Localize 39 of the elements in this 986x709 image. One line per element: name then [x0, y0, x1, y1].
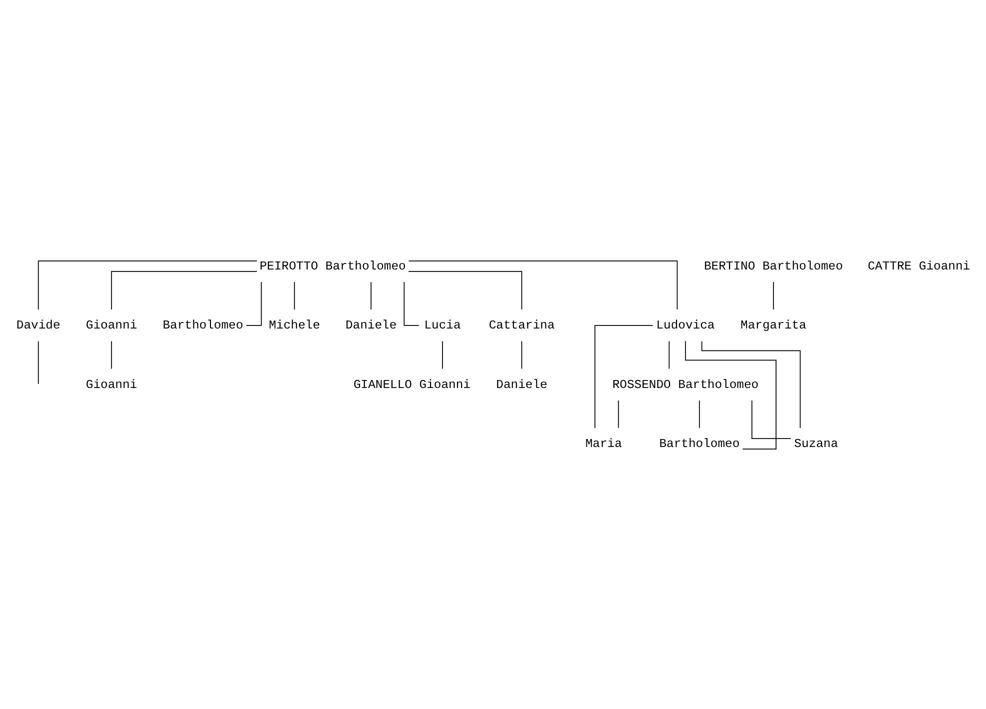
connector [751, 400, 792, 439]
connector [294, 281, 295, 310]
connector [38, 340, 39, 384]
connector [38, 260, 258, 310]
node-text: ROSSENDO Bartholomeo [612, 377, 759, 392]
node-text: Bartholomeo [162, 318, 244, 332]
connector [618, 400, 619, 428]
connector [370, 281, 372, 310]
node-text: GIANELLO Gioanni [353, 377, 471, 392]
node-text: Gioanni [86, 377, 138, 392]
node-text: Michele [268, 318, 320, 332]
connector [404, 281, 420, 326]
node-text: Bartholomeo [659, 436, 740, 451]
node-text: Ludovica [656, 318, 715, 332]
node-text: Daniele [496, 377, 548, 392]
connector [442, 340, 443, 369]
node-text: Davide [16, 318, 60, 332]
node-text: Lucia [424, 318, 461, 332]
connector [111, 340, 112, 369]
node-text: Daniele [345, 318, 397, 332]
node-text: Margarita [740, 318, 806, 332]
node-text: CATTRE Gioanni [868, 258, 970, 273]
node-text: Gioanni [86, 318, 138, 332]
connector [668, 340, 670, 369]
connector [698, 400, 700, 428]
connector [246, 281, 262, 326]
connector [701, 340, 801, 428]
node-text: Maria [585, 436, 622, 451]
node-text: Suzana [794, 436, 838, 451]
connector [408, 260, 678, 310]
connector [685, 340, 776, 449]
node-text: BERTINO Bartholomeo [704, 258, 843, 273]
connector [111, 270, 258, 310]
connector [521, 340, 522, 369]
node-text: PEIROTTO Bartholomeo [260, 258, 406, 273]
connector [594, 324, 654, 428]
node-text: Cattarina [488, 318, 555, 332]
connector [408, 270, 522, 310]
connector [773, 281, 774, 310]
